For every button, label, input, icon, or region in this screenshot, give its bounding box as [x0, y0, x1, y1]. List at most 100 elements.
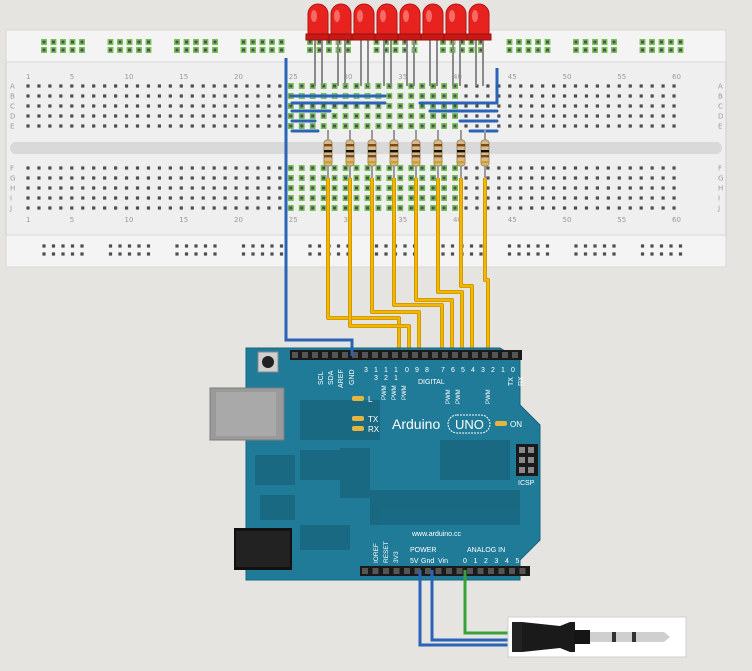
signal-wires: [326, 178, 490, 356]
row-letter: I: [10, 195, 12, 203]
row-letter: E: [718, 123, 722, 131]
led-3: [351, 3, 377, 41]
pin-number: 7: [441, 367, 445, 374]
pin-number: 2: [491, 367, 495, 374]
column-number: 60: [672, 216, 681, 224]
power-pin-label: 5V: [410, 558, 419, 565]
column-number: 45: [508, 216, 517, 224]
label-rx-pin: RX: [518, 376, 525, 386]
label-tx-pin: TX: [508, 377, 515, 386]
pin-number: 1: [384, 367, 388, 374]
model-name: UNO: [455, 417, 484, 432]
pwm-label: PWM: [392, 385, 398, 400]
signal-wire-1: [326, 178, 401, 356]
column-number: 40: [453, 73, 462, 81]
analog-pin-label: 0: [463, 558, 467, 565]
row-letter: D: [718, 113, 723, 121]
led-4: [374, 3, 400, 41]
label-l: L: [368, 395, 373, 404]
row-letter: F: [718, 165, 722, 173]
breadboard-power-rails: [41, 39, 684, 256]
label-gnd: GND: [349, 369, 356, 385]
pin-number: 0: [511, 367, 515, 374]
resistor-7: [456, 130, 466, 178]
led-5: [397, 3, 423, 41]
power-header: [360, 566, 462, 576]
led-6: [420, 3, 446, 41]
pin-number: 1: [501, 367, 505, 374]
pin-number: 3: [364, 367, 368, 374]
row-letter: C: [10, 103, 15, 111]
resistor-3: [367, 130, 377, 178]
pwm-label: PWM: [486, 389, 492, 404]
pwm-label: PWM: [402, 385, 408, 400]
row-letter: G: [718, 175, 723, 183]
label-icsp: ICSP: [518, 480, 535, 487]
pin-number: 2: [384, 375, 388, 382]
power-pin-label: 3V3: [393, 551, 400, 563]
pin-number: 5: [461, 367, 465, 374]
column-number: 30: [344, 73, 353, 81]
analog-pin-label: 5: [516, 558, 520, 565]
column-number: 15: [179, 73, 188, 81]
label-rx: RX: [368, 425, 380, 434]
pwm-label: PWM: [446, 389, 452, 404]
label-digital: DIGITAL: [418, 379, 445, 386]
row-letter: H: [718, 185, 723, 193]
signal-wire-7: [459, 178, 474, 356]
analog-pin-label: 2: [484, 558, 488, 565]
column-number: 45: [508, 73, 517, 81]
led-2: [328, 3, 354, 41]
analog-pin-label: 4: [505, 558, 509, 565]
row-letter: C: [718, 103, 723, 111]
pin-number: 3: [481, 367, 485, 374]
pin-number: 0: [405, 367, 409, 374]
column-number: 1: [26, 73, 30, 81]
row-letter: I: [718, 195, 720, 203]
column-number: 35: [398, 73, 407, 81]
power-pin-label: Vin: [438, 558, 448, 565]
pwm-label: PWM: [456, 389, 462, 404]
signal-wire-5: [414, 178, 454, 356]
power-pin-label: Gnd: [421, 558, 434, 565]
column-number: 5: [70, 216, 74, 224]
audio-signal-wire: [463, 570, 515, 635]
signal-wire-2: [348, 178, 411, 356]
label-sda: SDA: [328, 370, 335, 385]
pin-number: 3: [374, 375, 378, 382]
label-tx: TX: [368, 415, 379, 424]
row-letter: D: [10, 113, 15, 121]
ground-wire-breadboard: [284, 58, 354, 356]
breadboard-ground-jumpers: [290, 94, 499, 133]
label-on: ON: [510, 420, 522, 429]
row-letter: E: [10, 123, 14, 131]
column-number: 60: [672, 73, 681, 81]
pin-number: 6: [451, 367, 455, 374]
resistor-6: [433, 130, 443, 178]
column-number: 10: [125, 216, 134, 224]
signal-wire-8: [483, 178, 490, 356]
row-letter: H: [10, 185, 15, 193]
column-number: 25: [289, 73, 298, 81]
label-analog-in: ANALOG IN: [467, 547, 505, 554]
pin-number: 4: [471, 367, 475, 374]
audio-ground-wire-2: [430, 570, 515, 642]
column-number: 55: [617, 73, 626, 81]
column-number: 20: [234, 73, 243, 81]
resistor-2: [345, 130, 355, 178]
led-tx: [352, 416, 364, 421]
resistor-4: [389, 130, 399, 178]
analog-pin-label: 1: [474, 558, 478, 565]
label-aref: AREF: [338, 369, 345, 388]
audio-ground-wire-1: [418, 570, 515, 647]
label-scl: SCL: [318, 371, 325, 385]
bottom-header-pins: [362, 568, 526, 574]
pin-number: 8: [425, 367, 429, 374]
pwm-label: PWM: [382, 385, 388, 400]
column-number: 5: [70, 73, 74, 81]
led-8: [466, 3, 492, 41]
